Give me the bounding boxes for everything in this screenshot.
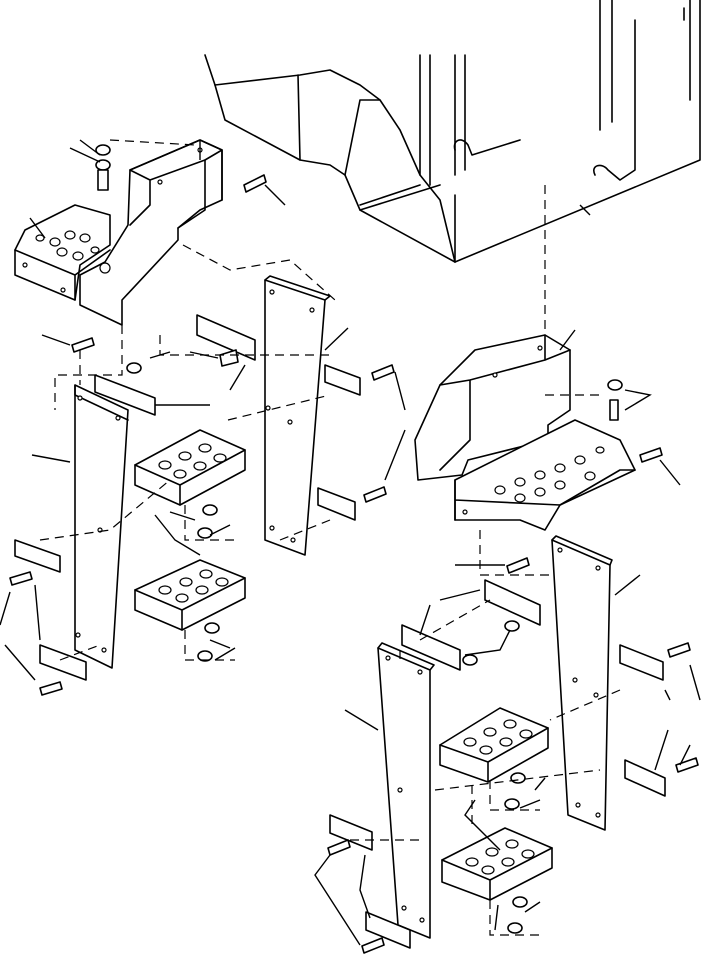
right-lower-step-tread <box>441 827 553 901</box>
left-lower-step-tread <box>134 559 246 631</box>
right-inner-step-plate <box>377 642 435 939</box>
right-upper-step-bracket <box>414 334 636 531</box>
right-outer-step-plate <box>551 535 613 831</box>
left-upper-step-tread <box>134 429 246 506</box>
spacer-plates <box>14 314 666 949</box>
left-inner-step-plate <box>264 275 331 556</box>
leader-lines <box>0 139 701 946</box>
bolts-and-washers <box>9 144 699 954</box>
left-upper-step-bracket <box>14 139 223 326</box>
cab-body <box>204 0 701 263</box>
right-upper-step-tread <box>439 707 549 783</box>
left-outer-step-plate <box>74 384 129 669</box>
